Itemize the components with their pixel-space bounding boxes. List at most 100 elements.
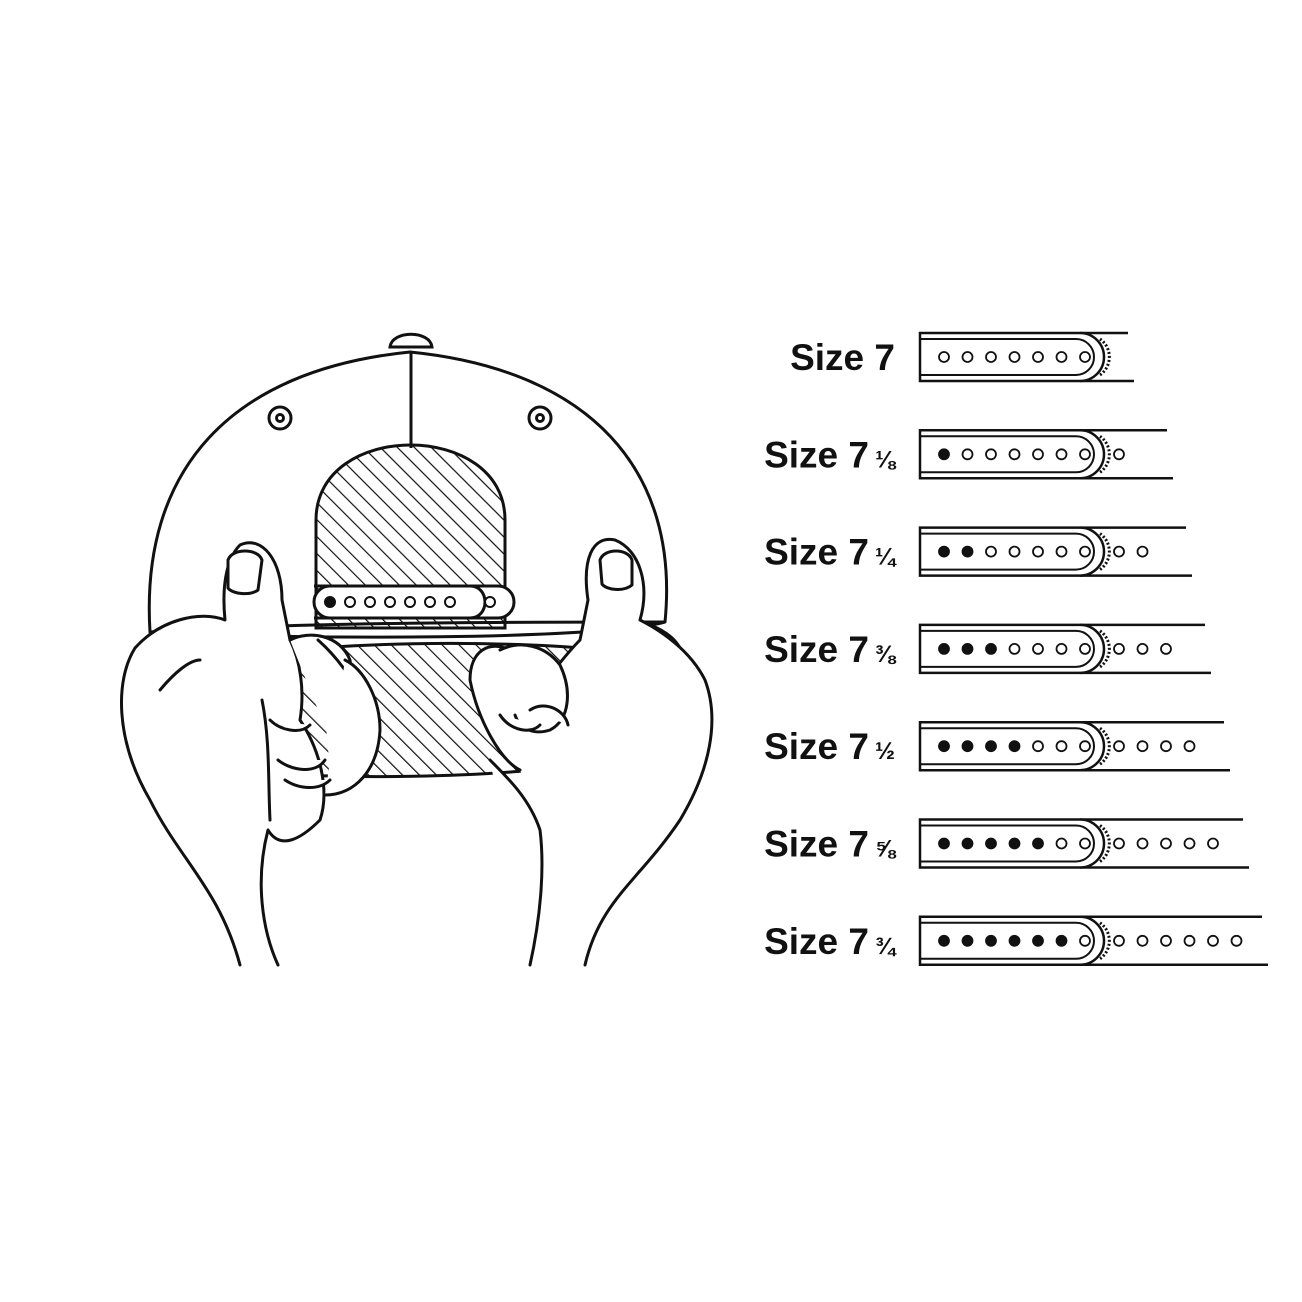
hole-exposed [1160, 643, 1172, 655]
hole-exposed [1136, 837, 1149, 850]
hole-open [961, 448, 974, 461]
hole-open [1008, 448, 1021, 461]
hole-open [1055, 351, 1068, 363]
hole-filled [1008, 837, 1021, 850]
size-whole: Size 7 [790, 337, 895, 378]
snapback-strap [312, 584, 516, 620]
hole-exposed [1136, 934, 1149, 947]
strap-tab-inner [920, 338, 1095, 376]
hole-filled [938, 837, 950, 850]
hole-exposed [1160, 740, 1172, 753]
size-fraction: ⅝ [875, 836, 897, 863]
tab-shadow [1099, 726, 1111, 766]
hole-open [1079, 934, 1091, 947]
tab-shadow [1099, 532, 1111, 571]
hole-exposed [1183, 837, 1196, 850]
strap-tab-inner [920, 532, 1095, 571]
size-whole: Size 7 [764, 921, 869, 962]
hole-open [985, 351, 997, 363]
hole-exposed [1136, 643, 1149, 655]
hole-open [1079, 448, 1091, 461]
hole-open [1079, 740, 1091, 753]
hole-exposed [1230, 934, 1243, 947]
hole-filled [938, 545, 950, 558]
tab-shadow [1099, 921, 1111, 961]
hole-exposed [1113, 934, 1125, 947]
hole-open [1079, 545, 1091, 558]
left-hand [120, 541, 382, 967]
hole-open [1032, 545, 1044, 558]
hole-exposed [1113, 837, 1125, 850]
hole-filled [1008, 934, 1021, 947]
size-fraction: ½ [875, 738, 895, 765]
strap-tab-inner [920, 824, 1095, 863]
hole-open [938, 351, 950, 363]
strap-tab-inner [920, 921, 1095, 960]
hole-filled [938, 934, 950, 947]
hole-open [985, 545, 997, 558]
hole-exposed [1207, 837, 1219, 850]
hole-exposed [1113, 448, 1125, 461]
hole-open [1032, 740, 1044, 753]
hole-filled [985, 643, 997, 655]
hole-open [1008, 545, 1021, 558]
hole-open [1055, 545, 1068, 558]
size-fraction: ⅛ [875, 446, 897, 473]
hole-open [1055, 448, 1068, 461]
strap-hole-open [444, 596, 456, 608]
hole-open [1055, 837, 1068, 850]
hole-open [985, 448, 997, 461]
hole-filled [985, 934, 997, 947]
hole-exposed [1160, 934, 1172, 947]
size-whole: Size 7 [764, 726, 869, 767]
hole-filled [961, 643, 974, 655]
size-fraction: ¾ [875, 933, 897, 960]
hole-open [1055, 643, 1068, 655]
hole-exposed [1183, 740, 1196, 753]
size-fraction: ¼ [875, 544, 897, 571]
eyelet-icon [267, 405, 553, 431]
tab-shadow [1099, 629, 1111, 669]
size-whole: Size 7 [764, 629, 869, 670]
hole-exposed [1207, 934, 1219, 947]
hole-open [1008, 351, 1021, 363]
hole-exposed [1113, 643, 1125, 655]
hole-filled [938, 448, 950, 461]
hole-open [1032, 643, 1044, 655]
hole-filled [1055, 934, 1068, 947]
hole-exposed [1160, 837, 1172, 850]
hole-filled [961, 545, 974, 558]
hole-open [1032, 351, 1044, 363]
size-whole: Size 7 [764, 434, 869, 475]
hole-filled [1032, 837, 1044, 850]
hole-filled [985, 837, 997, 850]
hole-filled [938, 643, 950, 655]
hole-open [1079, 837, 1091, 850]
right-hand [468, 537, 714, 967]
strap-tab-inner [920, 435, 1095, 474]
size-fraction: ⅜ [875, 641, 897, 668]
strap-hole-open [384, 596, 396, 608]
hole-filled [961, 837, 974, 850]
hole-open [1055, 740, 1068, 753]
tab-shadow [1099, 337, 1111, 377]
size-whole: Size 7 [764, 532, 869, 573]
cap-opening [314, 443, 507, 630]
hole-open [1008, 643, 1021, 655]
tab-shadow [1099, 435, 1111, 474]
strap-hole-open [424, 596, 436, 608]
hole-exposed [1136, 545, 1149, 558]
hole-filled [985, 740, 997, 753]
hole-filled [1032, 934, 1044, 947]
